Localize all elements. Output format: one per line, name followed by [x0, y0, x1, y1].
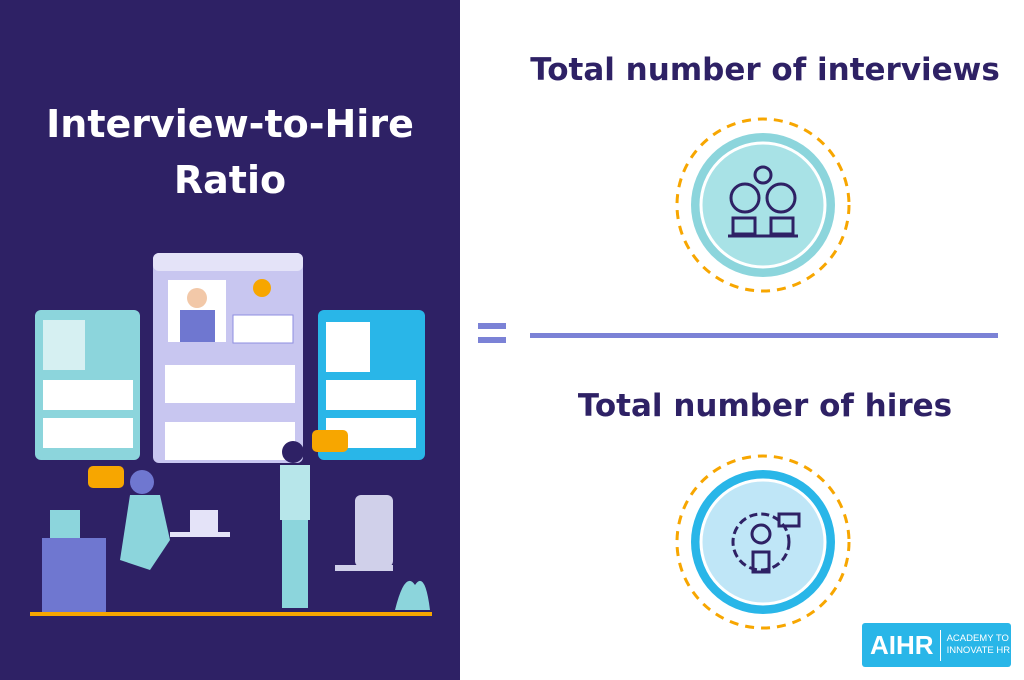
denominator-label: Total number of hires: [577, 388, 953, 424]
equals-sign: [478, 323, 506, 351]
tagline-line-1: ACADEMY TO: [946, 633, 1009, 644]
logo-mark: AIHR: [870, 629, 941, 661]
tagline-line-2: INNOVATE HR: [946, 645, 1011, 656]
interviews-icon: [675, 117, 851, 293]
title-line-2: Ratio: [173, 158, 287, 202]
hires-icon: [675, 454, 851, 630]
title-line-1: Interview-to-Hire: [46, 102, 414, 146]
left-panel: Interview-to-Hire Ratio: [0, 0, 460, 680]
page-title: Interview-to-Hire Ratio: [0, 96, 460, 208]
fraction-line: [530, 333, 998, 338]
aihr-logo: AIHR ACADEMY TO INNOVATE HR: [862, 623, 1011, 667]
logo-tagline: ACADEMY TO INNOVATE HR: [941, 633, 1011, 657]
numerator-label: Total number of interviews: [530, 52, 1000, 88]
recruiting-illustration: [30, 253, 432, 616]
